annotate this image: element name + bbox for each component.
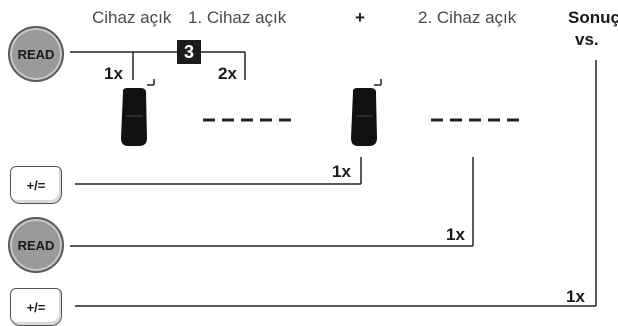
header-device1-on: 1. Cihaz açık (188, 8, 287, 27)
press-count-read-2: 1x (446, 225, 465, 244)
plus-equals-button-2[interactable]: +/= (10, 288, 62, 326)
row4-line (75, 60, 597, 307)
plus-equals-button-1[interactable]: +/= (10, 166, 62, 204)
hook-device2 (374, 79, 382, 86)
read-button-1[interactable]: READ (8, 26, 64, 82)
device-1 (121, 88, 147, 146)
read-button-2[interactable]: READ (8, 217, 64, 273)
header-vs: vs. (575, 30, 599, 49)
press-count-plus-1: 1x (332, 162, 351, 181)
press-count-read-1: 1x (104, 64, 123, 83)
header-device-on: Cihaz açık (92, 8, 172, 27)
header-device2-on: 2. Cihaz açık (418, 8, 517, 27)
device-2 (351, 88, 377, 146)
row1-line (70, 51, 246, 80)
press-count-step-3: 2x (218, 64, 237, 83)
row2-line (75, 157, 362, 185)
row3-line (70, 157, 474, 247)
hook-device1 (147, 79, 155, 86)
header-plus: + (355, 8, 365, 27)
header-result: Sonuç (568, 8, 618, 27)
step-badge: 3 (177, 40, 201, 64)
press-count-plus-2: 1x (566, 287, 585, 306)
